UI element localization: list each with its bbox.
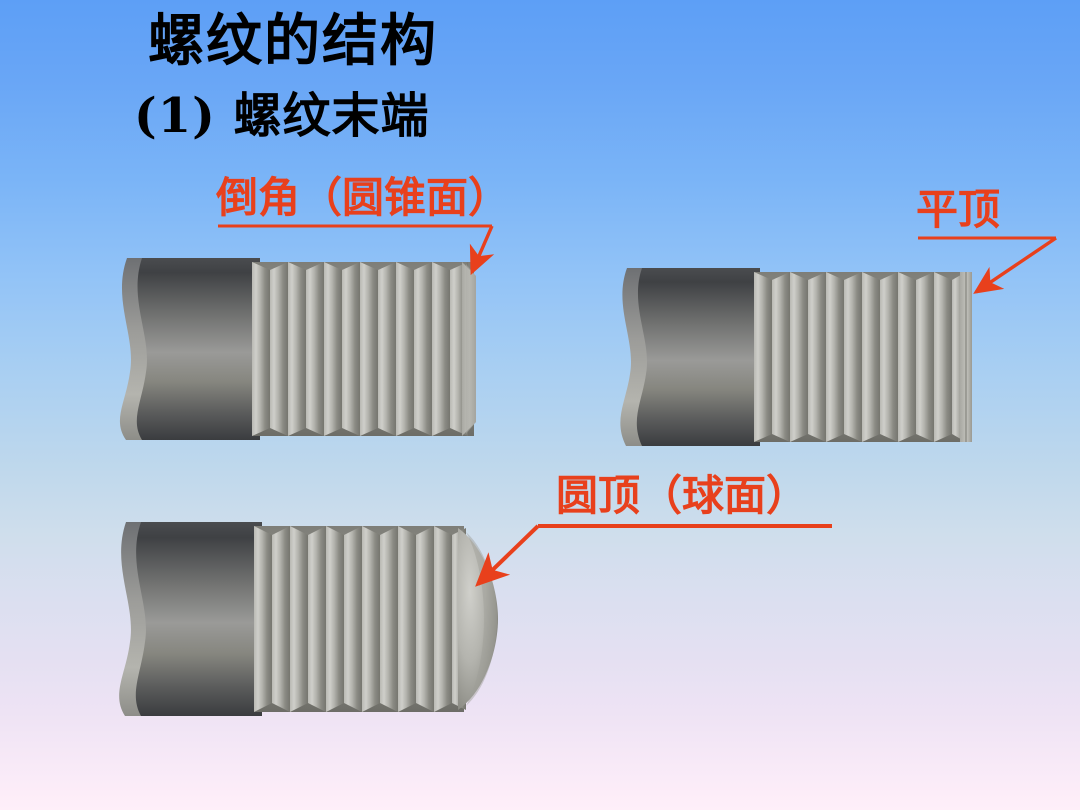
- page-title: 螺纹的结构: [148, 8, 438, 74]
- break-line-lobe: [119, 522, 150, 716]
- bolt-domed-end: [458, 528, 498, 710]
- break-line-lobe: [119, 258, 150, 440]
- callout-label-flat: 平顶: [916, 185, 1001, 234]
- break-line-lobe: [620, 268, 650, 446]
- thread-teeth: [754, 272, 966, 442]
- chamfer-cone-shade: [466, 264, 476, 434]
- callout-leader-dome: [475, 524, 832, 587]
- thread-root-band: [254, 526, 464, 712]
- callout-label-dome: 圆顶（球面）: [556, 471, 809, 520]
- bolt-shaft: [636, 268, 760, 446]
- callout-arrow-flat: [973, 236, 1057, 294]
- bolt-bottom-left: [119, 522, 498, 716]
- thread-teeth: [254, 526, 466, 712]
- callout-leader-flat: [918, 236, 1057, 294]
- callout-arrow-dome: [475, 524, 540, 587]
- page-subtitle: (1) 螺纹末端: [134, 88, 430, 144]
- callout-arrow-chamfer: [469, 225, 495, 276]
- thread-teeth: [252, 262, 468, 436]
- bolt-shaft: [136, 258, 260, 440]
- callout-label-chamfer: 倒角（圆锥面）: [216, 173, 511, 222]
- bolt-chamfered-end: [462, 262, 476, 436]
- thread-root-band: [754, 272, 972, 442]
- dome-shade: [466, 532, 497, 706]
- bolt-shaft: [135, 522, 262, 716]
- callout-leader-chamfer: [218, 224, 495, 276]
- bolt-flat-end: [960, 272, 972, 442]
- bolt-top-left: [119, 258, 476, 440]
- bolt-top-right: [620, 268, 972, 446]
- thread-root-band: [252, 262, 474, 436]
